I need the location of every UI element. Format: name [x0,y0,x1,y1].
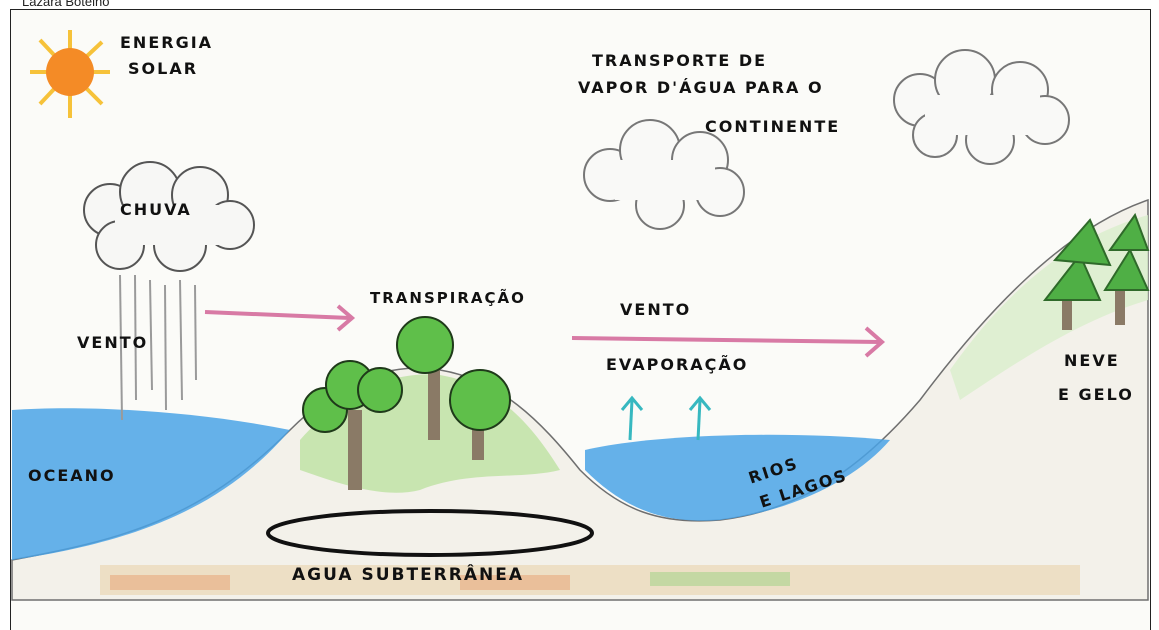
label-solar: SOLAR [128,59,199,78]
label-oceano: OCEANO [28,466,116,485]
label-chuva: CHUVA [120,200,192,219]
label-agua-subterranea: AgUA SUBTERRÂNEA [292,565,525,585]
label-transporte-line1: TRANSPORTE DE [592,51,768,70]
author-credit: Lazara Botelho [22,0,110,9]
underground-water [266,509,594,557]
wind-arrow-right [571,326,886,358]
label-transporte-line3: CONTINENTE [705,117,841,136]
label-neve: NEVE [1064,351,1120,370]
label-vento-left: VENTO [77,333,149,352]
rain-streaks [119,274,197,421]
ocean [12,408,290,560]
sun-icon [30,30,110,118]
label-vento-right: VENTO [620,300,692,319]
rivers-and-lakes [585,434,890,521]
pine-trees-icon [1042,212,1150,330]
label-transporte-line2: VAPOR d'ÁGUA PARA O [578,78,824,97]
trees-icon [302,316,511,490]
rain-cloud-icon [83,161,255,272]
label-gelo: E gELO [1058,385,1134,404]
label-transpiracao: TRANSPIRAÇÃO [370,289,526,307]
soil-strip [100,565,1080,595]
vapor-cloud-icon [583,119,745,230]
wind-arrow-left [204,304,356,332]
evaporation-arrows [620,395,712,441]
label-evaporacao: EVAPORAÇÃO [606,355,749,374]
label-energia: ENERGiA [120,33,214,52]
right-cloud-icon [893,49,1070,165]
image-frame [10,9,1151,630]
